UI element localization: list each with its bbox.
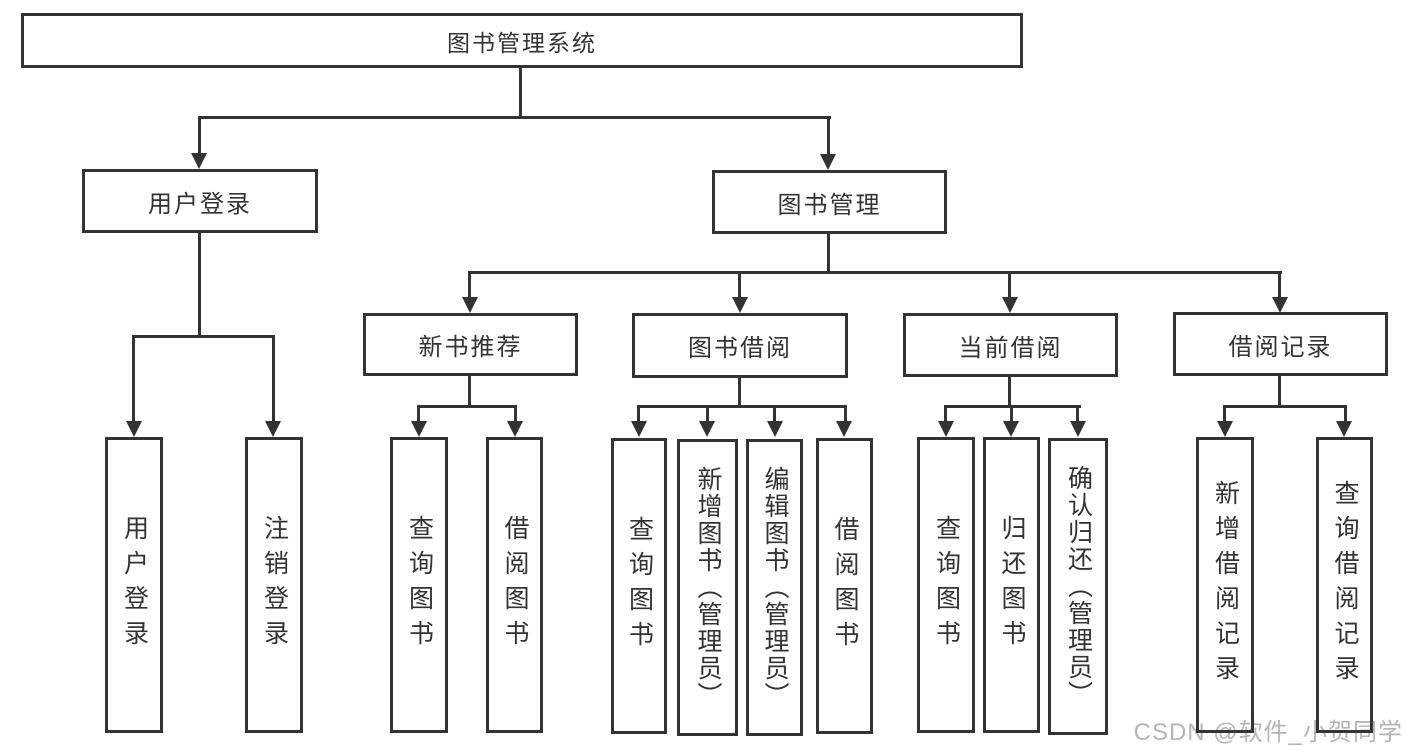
node-borrow-records: 借阅记录 <box>1173 312 1388 376</box>
connector-drop-leaf <box>1223 405 1226 423</box>
connector-drop-leaf <box>132 335 135 423</box>
connector-bookborrow-branch <box>637 405 847 408</box>
connector-drop-leaf <box>1344 405 1347 423</box>
connector-newbook-stem <box>468 375 471 408</box>
node-book-borrow: 图书借阅 <box>632 313 848 378</box>
node-label: 图书借阅 <box>688 335 792 362</box>
arrow-down-icon <box>938 421 954 437</box>
node-label: 图书管理系统 <box>447 29 597 56</box>
node-book-management: 图书管理 <box>712 170 947 234</box>
leaf-add-borrow-record: 新增借阅记录 <box>1196 437 1254 733</box>
connector-root-branch <box>198 116 831 119</box>
connector-drop-leaf <box>272 335 275 423</box>
leaf-edit-book-admin: 编辑图书（管理员） <box>746 439 803 736</box>
leaf-borrow-books: 借阅图书 <box>816 438 873 734</box>
leaf-return-books: 归还图书 <box>983 437 1040 733</box>
connector-drop-leaf <box>1076 405 1079 423</box>
arrow-down-icon <box>1002 297 1018 313</box>
connector-drop-leaf <box>637 405 640 423</box>
node-label: 确认归还（管理员） <box>1064 465 1093 708</box>
connector-newbook-branch <box>417 405 517 408</box>
leaf-query-books: 查询图书 <box>917 437 975 733</box>
leaf-logout: 注销登录 <box>245 437 303 733</box>
node-label: 查询借阅记录 <box>1331 480 1359 690</box>
arrow-down-icon <box>631 421 647 437</box>
node-label: 图书管理 <box>777 191 882 219</box>
arrow-down-icon <box>1003 421 1019 437</box>
connector-currentborrow-stem <box>1008 375 1011 408</box>
connector-drop-leaf <box>417 405 420 423</box>
node-label: 新增图书（管理员） <box>694 466 722 709</box>
arrow-down-icon <box>699 421 715 437</box>
node-label: 当前借阅 <box>958 334 1063 362</box>
arrow-down-icon <box>1336 421 1352 437</box>
node-label: 用户登录 <box>148 190 252 218</box>
connector-drop-leaf <box>706 405 709 423</box>
connector-book-mgmt-branch <box>468 271 1282 274</box>
node-label: 新增借阅记录 <box>1211 480 1240 690</box>
node-label: 新书推荐 <box>418 334 523 361</box>
node-label: 查询图书 <box>932 515 961 655</box>
leaf-borrow-books: 借阅图书 <box>486 437 543 733</box>
arrow-down-icon <box>126 421 142 437</box>
node-label: 用户登录 <box>120 515 149 655</box>
connector-drop-l3 <box>738 271 741 299</box>
connector-root-stem <box>519 66 522 118</box>
leaf-user-login: 用户登录 <box>105 437 163 733</box>
node-label: 查询图书 <box>405 515 434 655</box>
leaf-add-book-admin: 新增图书（管理员） <box>677 439 738 736</box>
node-new-book-recommend: 新书推荐 <box>363 313 578 376</box>
leaf-confirm-return-admin: 确认归还（管理员） <box>1048 438 1108 735</box>
node-label: 借阅记录 <box>1228 333 1333 361</box>
arrow-down-icon <box>507 421 523 437</box>
arrow-down-icon <box>191 153 207 169</box>
leaf-query-books: 查询图书 <box>390 437 448 733</box>
leaf-query-borrow-record: 查询借阅记录 <box>1316 437 1373 733</box>
connector-user-login-branch <box>133 335 275 338</box>
connector-book-mgmt-stem <box>827 232 830 274</box>
arrow-down-icon <box>1070 421 1086 437</box>
arrow-down-icon <box>732 297 748 313</box>
arrow-down-icon <box>265 421 281 437</box>
node-library-system-root: 图书管理系统 <box>21 13 1023 68</box>
arrow-down-icon <box>462 297 478 313</box>
node-label: 借阅图书 <box>831 516 859 656</box>
connector-drop-l3 <box>468 271 471 299</box>
arrow-down-icon <box>767 421 783 437</box>
connector-user-login-stem <box>198 231 201 338</box>
leaf-query-books: 查询图书 <box>611 438 667 734</box>
connector-drop-user-login <box>198 116 201 156</box>
connector-drop-leaf <box>773 405 776 423</box>
node-label: 归还图书 <box>998 515 1026 655</box>
node-label: 借阅图书 <box>501 515 529 655</box>
node-label: 查询图书 <box>625 516 654 656</box>
connector-drop-leaf <box>1010 405 1013 423</box>
connector-borrowrecord-stem <box>1278 374 1281 408</box>
arrow-down-icon <box>411 421 427 437</box>
connector-borrowrecord-branch <box>1223 405 1347 408</box>
arrow-down-icon <box>1217 421 1233 437</box>
connector-drop-book-mgmt <box>827 116 830 156</box>
node-user-login: 用户登录 <box>82 169 318 233</box>
node-current-borrow: 当前借阅 <box>903 313 1118 377</box>
connector-bookborrow-stem <box>738 375 741 408</box>
arrow-down-icon <box>1272 297 1288 313</box>
arrow-down-icon <box>836 421 852 437</box>
connector-drop-l3 <box>1008 271 1011 299</box>
connector-drop-leaf <box>514 405 517 423</box>
connector-drop-l3 <box>1278 271 1281 299</box>
node-label: 编辑图书（管理员） <box>761 466 789 709</box>
node-label: 注销登录 <box>260 515 289 655</box>
connector-drop-leaf <box>844 405 847 423</box>
connector-drop-leaf <box>944 405 947 423</box>
arrow-down-icon <box>820 154 836 170</box>
